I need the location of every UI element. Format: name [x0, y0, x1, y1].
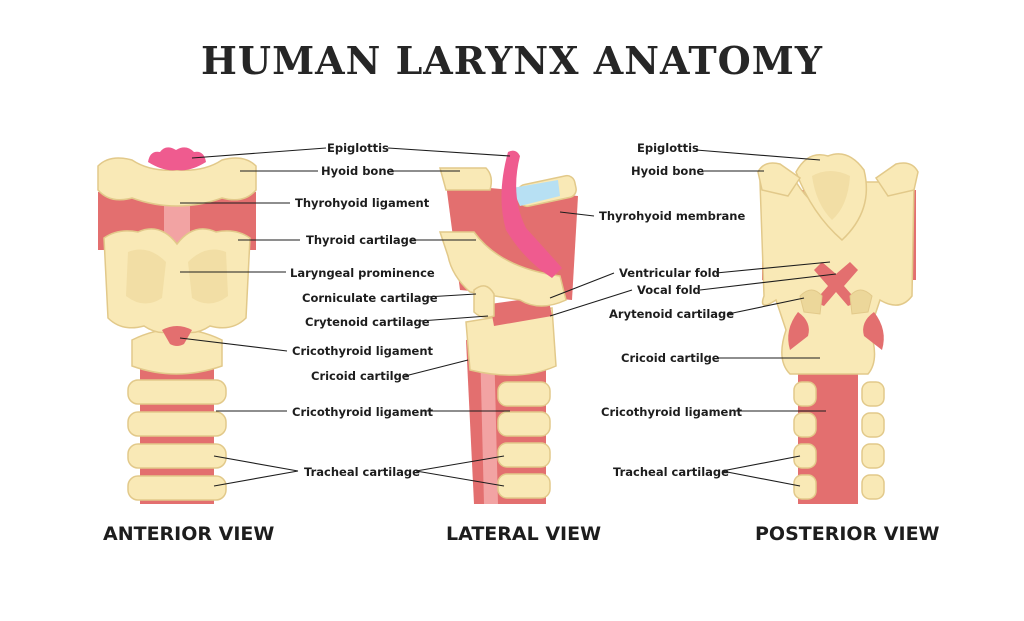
- label-vocal-fold: Vocal fold: [637, 283, 701, 297]
- leader-line: [404, 359, 469, 377]
- label-cricothyroid-ligament-lower: Cricothyroid ligament: [292, 405, 434, 419]
- posterior-arytenoid-cartilage: [849, 289, 873, 315]
- anterior-epiglottis: [148, 147, 206, 171]
- lateral-hyoid-bone: [439, 167, 493, 191]
- posterior-tracheal-ring: [793, 412, 817, 438]
- leader-line: [425, 293, 477, 298]
- lateral-thyroid-cartilage: [438, 231, 567, 307]
- anterior-tracheal-ring: [127, 475, 227, 501]
- lateral-view-label: LATERAL VIEW: [446, 523, 602, 545]
- leader-line: [549, 272, 615, 299]
- posterior-cricoarytenoid-muscle: [788, 312, 809, 350]
- label-tracheal-cartilage: Tracheal cartilage: [304, 465, 420, 479]
- leader-line: [191, 147, 327, 159]
- posterior-hyoid-bone: [757, 162, 802, 197]
- anterior-larynx: [97, 147, 257, 504]
- leader-line: [213, 470, 299, 487]
- leader-line: [699, 273, 837, 291]
- leader-line: [549, 289, 633, 317]
- label-thyrohyoid-ligament: Thyrohyoid ligament: [295, 196, 430, 210]
- posterior-tracheal-ring: [861, 474, 885, 500]
- posterior-larynx: [757, 153, 919, 504]
- lateral-epiglottis: [501, 150, 562, 278]
- label-posterior-epiglottis: Epiglottis: [637, 141, 699, 155]
- lateral-trachea-highlight: [480, 342, 498, 504]
- lateral-tracheal-ring: [497, 442, 551, 468]
- label-laryngeal-prominence: Laryngeal prominence: [290, 266, 435, 280]
- leader-lines: [179, 147, 837, 487]
- leader-line: [415, 455, 505, 472]
- leader-line: [695, 149, 821, 161]
- posterior-tracheal-ring: [793, 474, 817, 500]
- leader-line: [727, 297, 805, 315]
- posterior-tracheal-ring: [793, 381, 817, 407]
- leader-line: [559, 211, 595, 217]
- posterior-epiglottis-shade: [812, 171, 850, 220]
- anterior-thyroid-cartilage: [103, 228, 251, 334]
- leader-line: [179, 337, 288, 352]
- label-hyoid-bone: Hyoid bone: [321, 164, 395, 178]
- leader-line: [419, 315, 489, 322]
- label-crytenoid-cartilage: Crytenoid cartilage: [305, 315, 430, 329]
- label-corniculate-cartilage: Corniculate cartilage: [302, 291, 438, 305]
- lateral-tracheal-ring: [497, 473, 551, 499]
- label-thyroid-cartilage: Thyroid cartilage: [306, 233, 417, 247]
- lateral-corniculate-cartilage: [473, 285, 495, 319]
- lateral-cricoid-cartilage: [465, 307, 557, 376]
- leader-line: [721, 470, 801, 487]
- anterior-thyroid-shade: [126, 249, 166, 304]
- anterior-cricothyroid-ligament: [162, 326, 192, 346]
- posterior-cricoarytenoid-muscle: [863, 312, 884, 350]
- anterior-tracheal-ring: [127, 379, 227, 405]
- label-arytenoid-cartilage: Arytenoid cartilage: [609, 307, 735, 321]
- lateral-larynx: [438, 150, 578, 504]
- label-ventricular-fold: Ventricular fold: [619, 266, 720, 280]
- label-posterior-cricoid-cartilge: Cricoid cartilge: [621, 351, 720, 365]
- leader-line: [213, 455, 299, 472]
- posterior-view-label: POSTERIOR VIEW: [755, 523, 940, 545]
- anterior-tracheal-ring: [127, 443, 227, 469]
- anterior-view-label: ANTERIOR VIEW: [103, 523, 275, 545]
- label-posterior-hyoid-bone: Hyoid bone: [631, 164, 705, 178]
- diagram-title: HUMAN LARYNX ANATOMY: [201, 38, 823, 83]
- label-posterior-cricothyroid-ligament: Cricothyroid ligament: [601, 405, 743, 419]
- posterior-tracheal-ring: [861, 412, 885, 438]
- posterior-arytenoid-cartilage: [799, 289, 823, 315]
- anterior-thyroid-shade: [188, 249, 228, 304]
- anterior-hyoid-bone: [97, 157, 257, 207]
- posterior-tracheal-ring: [861, 381, 885, 407]
- leader-line: [721, 455, 801, 472]
- posterior-vocal-fold: [814, 262, 858, 306]
- lateral-tracheal-ring: [497, 411, 551, 437]
- leader-line: [415, 470, 505, 487]
- posterior-hyoid-bone: [874, 162, 919, 197]
- label-posterior-tracheal-cartilage: Tracheal cartilage: [613, 465, 729, 479]
- leader-line: [387, 147, 511, 157]
- lateral-tracheal-ring: [497, 381, 551, 407]
- label-thyrohyoid-membrane: Thyrohyoid membrane: [599, 209, 746, 223]
- lateral-thyrohyoid-membrane: [512, 180, 560, 206]
- anterior-tracheal-ring: [127, 411, 227, 437]
- posterior-tracheal-ring: [793, 443, 817, 469]
- leader-line: [715, 261, 831, 274]
- label-epiglottis: Epiglottis: [327, 141, 389, 155]
- posterior-tracheal-ring: [861, 443, 885, 469]
- label-cricothyroid-ligament: Cricothyroid ligament: [292, 344, 434, 358]
- label-cricoid-cartilge: Cricoid cartilge: [311, 369, 410, 383]
